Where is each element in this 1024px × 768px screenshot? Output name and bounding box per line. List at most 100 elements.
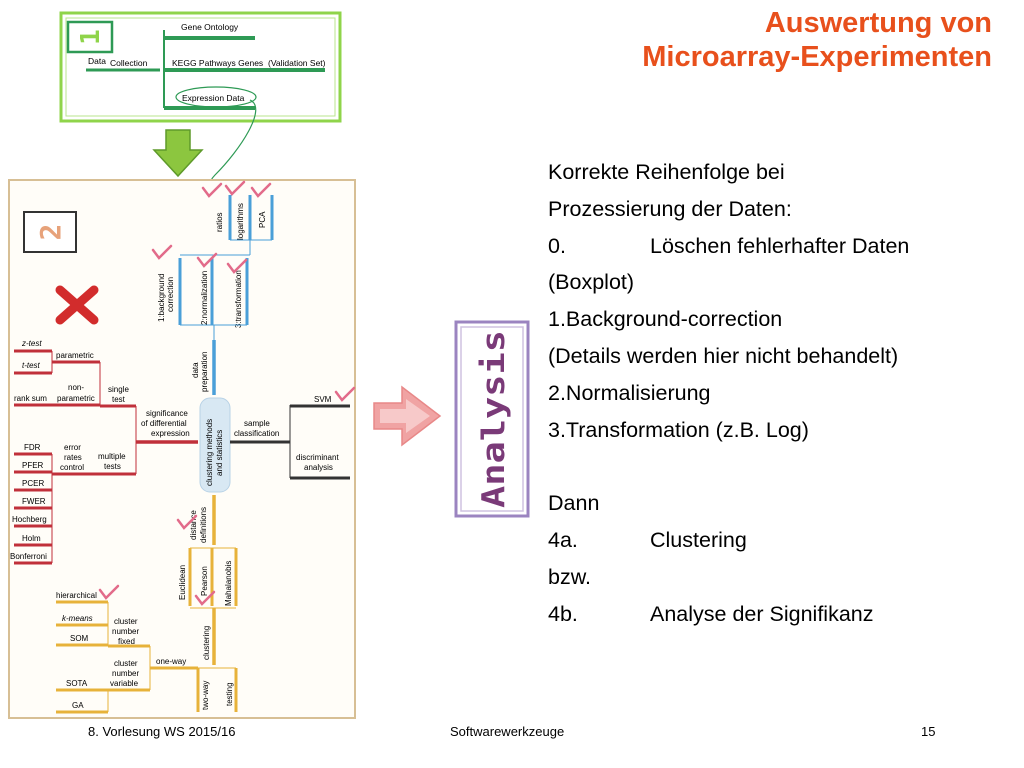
- footer-page-number: 15: [921, 724, 936, 739]
- clustering-label: clustering: [202, 626, 211, 660]
- cluster-number-variable-label-2: number: [112, 669, 139, 678]
- body-line: (Boxplot): [548, 270, 635, 295]
- svm-label: SVM: [314, 395, 332, 404]
- slide-body: Korrekte Reihenfolge bei Prozessierung d…: [548, 154, 909, 632]
- check-icon: [334, 386, 356, 402]
- check-icon: [151, 244, 173, 260]
- checkmark-icons: [98, 180, 356, 606]
- body-line: 0.Löschen fehlerhafter Daten: [548, 233, 910, 258]
- rank-sum-label: rank sum: [14, 394, 47, 403]
- distance-definitions-label: distance: [189, 510, 198, 540]
- pca-label: PCA: [258, 211, 267, 228]
- panel-1: 1 Data Collection Gene Ontology KEGG Pat…: [59, 11, 342, 201]
- significance-label: significance: [146, 409, 188, 418]
- title-line-2: Microarray-Experimenten: [642, 41, 992, 73]
- data-preparation-label: data: [191, 362, 200, 378]
- cluster-number-fixed-label: cluster: [114, 617, 138, 626]
- check-icon: [224, 180, 246, 196]
- hierarchical-label: hierarchical: [56, 591, 97, 600]
- pcer-label: PCER: [22, 479, 44, 488]
- arrow-right-icon: [373, 385, 442, 447]
- data-preparation-label-2: preparation: [200, 352, 209, 392]
- non-parametric-label-2: parametric: [57, 394, 95, 403]
- testing-label: testing: [225, 682, 234, 706]
- ga-label: GA: [72, 701, 84, 710]
- sample-classification-label: sample: [244, 419, 270, 428]
- cluster-number-variable-label-3: variable: [110, 679, 139, 688]
- red-x-icon: [55, 285, 99, 325]
- check-icon: [201, 182, 223, 198]
- normalization-label: 2:normalization: [200, 271, 209, 325]
- title-line-1: Auswertung von: [764, 7, 992, 39]
- workflow-diagram: 1 Data Collection Gene Ontology KEGG Pat…: [8, 11, 356, 719]
- logarithms-label: logarithms: [236, 203, 245, 240]
- panel-1-badge: 1: [66, 20, 114, 54]
- body-line: Prozessierung der Daten:: [548, 196, 792, 221]
- one-way-label: one-way: [156, 657, 186, 666]
- expression-data-label: Expression Data: [182, 93, 245, 103]
- error-rates-label-3: control: [60, 463, 84, 472]
- pfer-label: PFER: [22, 461, 44, 470]
- single-test-label: single: [108, 385, 129, 394]
- error-rates-label-2: rates: [64, 453, 82, 462]
- hochberg-label: Hochberg: [12, 515, 47, 524]
- panel-2-badge: 2: [23, 211, 77, 253]
- arrow-down-icon: [152, 129, 204, 178]
- z-test-label: z-test: [21, 339, 42, 348]
- transformation-label: 3:transformation: [234, 270, 243, 328]
- cluster-number-fixed-label-2: number: [112, 627, 139, 636]
- body-line: 2.Normalisierung: [548, 380, 711, 405]
- t-test-label: t-test: [22, 361, 41, 370]
- data-label: Data: [88, 56, 106, 66]
- cluster-number-fixed-label-3: fixed: [118, 637, 135, 646]
- cluster-number-variable-label: cluster: [114, 659, 138, 668]
- collection-label: Collection: [110, 58, 148, 68]
- body-line: 4a.Clustering: [548, 527, 747, 552]
- kmeans-label: k-means: [62, 614, 93, 623]
- check-icon: [176, 514, 198, 530]
- fwer-label: FWER: [22, 497, 46, 506]
- gene-ontology-label: Gene Ontology: [181, 22, 239, 32]
- sota-label: SOTA: [66, 679, 88, 688]
- footer-lecture: 8. Vorlesung WS 2015/16: [88, 724, 236, 739]
- body-line: Dann: [548, 491, 600, 516]
- check-icon: [250, 182, 272, 198]
- check-icon: [196, 252, 218, 268]
- multiple-tests-label: multiple: [98, 452, 126, 461]
- significance-label-3: expression: [151, 429, 190, 438]
- body-line: Korrekte Reihenfolge bei: [548, 160, 785, 184]
- distance-definitions-label-2: definitions: [199, 507, 208, 543]
- mahalanobis-label: Mahalanobis: [224, 561, 233, 606]
- ratios-label: ratios: [215, 212, 224, 232]
- euclidean-label: Euclidean: [178, 565, 187, 600]
- body-line: 4b.Analyse der Signifikanz: [548, 601, 874, 626]
- fdr-label: FDR: [24, 443, 41, 452]
- clustering-methods-label-2: and statistics: [215, 430, 224, 476]
- check-icon: [194, 590, 216, 606]
- body-line: 1.Background-correction: [548, 307, 783, 332]
- error-rates-label: error: [64, 443, 81, 452]
- bonferroni-label: Bonferroni: [10, 552, 47, 561]
- footer-course: Softwarewerkzeuge: [450, 724, 565, 739]
- parametric-label: parametric: [56, 351, 94, 360]
- pearson-label: Pearson: [200, 566, 209, 596]
- check-icon: [226, 258, 248, 274]
- discriminant-analysis-label-2: analysis: [304, 463, 333, 472]
- multiple-tests-label-2: tests: [104, 462, 121, 471]
- single-test-label-2: test: [112, 395, 126, 404]
- background-correction-label: 1:background: [157, 274, 166, 322]
- body-line: bzw.: [548, 564, 592, 589]
- slide-title: Auswertung von Microarray-Experimenten: [642, 6, 992, 74]
- background-correction-label-2: correction: [166, 277, 175, 312]
- check-icon: [98, 584, 120, 600]
- analysis-text: Analysis: [476, 330, 512, 508]
- sample-classification-label-2: classification: [234, 429, 279, 438]
- som-label: SOM: [70, 634, 89, 643]
- panel-2: 2 ratios logarithms PCA 1:background cor…: [8, 179, 356, 719]
- analysis-label-graphic: Analysis: [454, 320, 530, 518]
- svg-text:1: 1: [76, 29, 106, 45]
- two-way-label: two-way: [201, 681, 210, 710]
- analysis-box: Analysis: [454, 320, 530, 518]
- svg-text:2: 2: [34, 224, 67, 241]
- non-parametric-label: non-: [68, 383, 84, 392]
